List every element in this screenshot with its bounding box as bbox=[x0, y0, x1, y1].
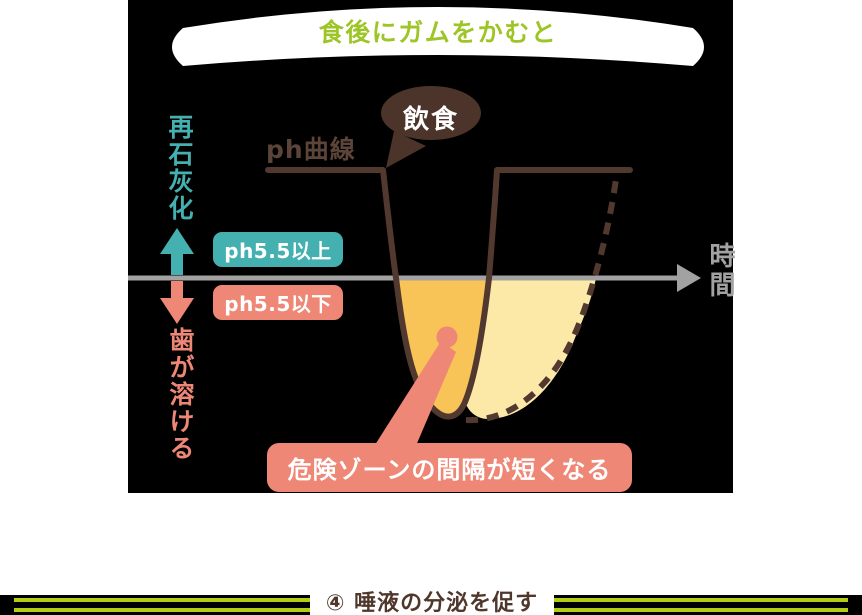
remineralization-label: 再石灰化 bbox=[165, 114, 194, 222]
chart-panel: 食後にガムをかむと ph曲線 飲食 再石灰化 歯が溶ける ph5.5以上 ph5… bbox=[128, 0, 735, 493]
annotation-pointer bbox=[373, 341, 456, 448]
footer-stripe-left-top bbox=[14, 598, 310, 602]
banner-ribbon bbox=[172, 7, 704, 66]
danger-zone-annotation: 危険ゾーンの間隔が短くなる bbox=[267, 443, 632, 492]
down-arrow-icon bbox=[160, 298, 194, 324]
time-axis-line bbox=[128, 275, 677, 281]
time-axis-label: 時間 bbox=[705, 242, 735, 300]
footer-stripe-right-top bbox=[554, 598, 848, 602]
banner-title: 食後にガムをかむと bbox=[318, 18, 558, 47]
bubble-tail bbox=[386, 131, 426, 168]
up-arrow-icon bbox=[160, 228, 194, 254]
footer-stripe-left-bottom bbox=[14, 608, 310, 612]
footer-caption-background bbox=[310, 595, 554, 615]
dashed-ph-curve bbox=[465, 171, 620, 424]
footer-caption: ④ 唾液の分泌を促す bbox=[325, 591, 539, 615]
ph-curve-label: ph曲線 bbox=[266, 135, 356, 164]
annotation-dot bbox=[436, 326, 458, 348]
time-axis-arrowhead bbox=[677, 264, 701, 292]
avoided-zone-area bbox=[465, 278, 596, 419]
ph-curve-diagram bbox=[128, 7, 704, 448]
ph-above-badge: ph5.5以上 bbox=[213, 232, 343, 267]
teeth-dissolve-label: 歯が溶ける bbox=[166, 327, 195, 462]
ph-curve-line bbox=[265, 167, 633, 420]
footer-stripe-right-bottom bbox=[554, 608, 848, 612]
down-arrow-shaft bbox=[171, 281, 183, 298]
eating-bubble-label: 飲食 bbox=[402, 105, 459, 135]
up-arrow-shaft bbox=[171, 254, 183, 275]
bubble-shape bbox=[381, 86, 481, 140]
ph-below-badge: ph5.5以下 bbox=[213, 285, 343, 320]
